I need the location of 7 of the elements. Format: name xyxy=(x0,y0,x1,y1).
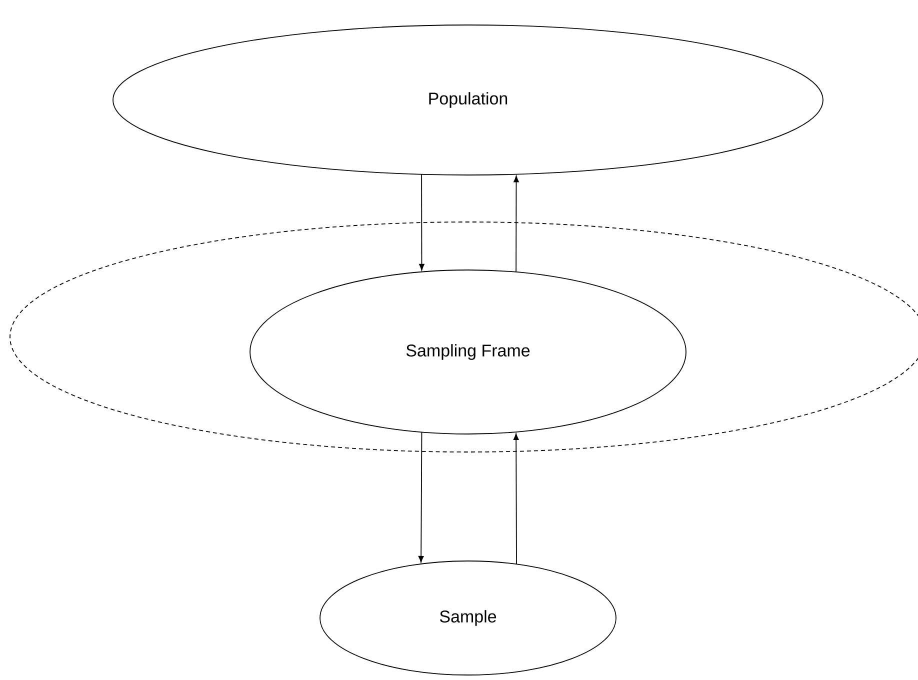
arrow xyxy=(418,432,424,563)
ellipse-node: Population xyxy=(112,24,824,176)
ellipse-node: Sampling Frame xyxy=(250,270,686,434)
arrow xyxy=(514,176,519,272)
ellipse-node: Sample xyxy=(320,560,616,676)
arrow xyxy=(513,433,519,565)
arrow xyxy=(419,174,424,270)
